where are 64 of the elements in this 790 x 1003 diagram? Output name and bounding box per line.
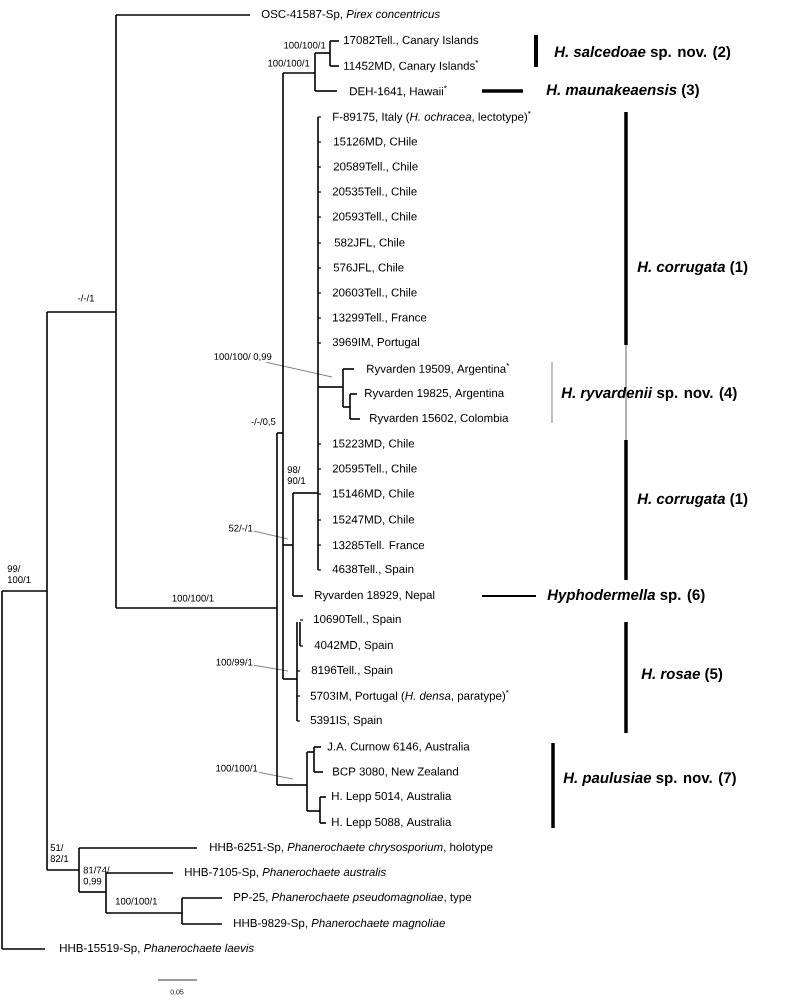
clade-label: H. corrugata (1) <box>637 493 748 507</box>
taxon-label: Ryvarden 18929, Nepal <box>315 590 435 602</box>
taxon-label: 17082Tell., Canary Islands <box>344 35 479 47</box>
taxon-label: HHB-6251-Sp, Phanerochaete chrysosporium, holotype <box>210 842 493 854</box>
taxon-label: HHB-7105-Sp, Phanerochaete australis <box>185 867 386 879</box>
taxon-label: 20593Tell., Chile <box>332 212 417 222</box>
taxon-label: Ryvarden 19509, Argentina$^{*}$ <box>367 362 510 376</box>
leader-line <box>265 362 333 378</box>
taxon-label: Ryvarden 15602, Colombia <box>370 413 509 425</box>
support-value: -/-/0,5 <box>251 417 276 427</box>
taxon-label: DEH-1641, Hawaii$^{*}$ <box>350 85 447 97</box>
taxon-label: 8196Tell., Spain <box>311 665 393 677</box>
support-value: 100/100/1 <box>268 59 310 67</box>
taxon-label: F-89175, Italy (H. ochracea, lectotype)$^{*}$ <box>333 110 531 124</box>
taxon-label: 4638Tell., Spain <box>332 564 414 576</box>
leader-line <box>258 772 294 780</box>
taxon-label: 4042MD, Spain <box>314 640 393 652</box>
taxon-label: 3969IM, Portugal <box>332 337 419 349</box>
support-value: 99/ 100/1 <box>7 565 31 583</box>
taxon-label: 20603Tell., Chile <box>332 288 417 298</box>
taxon-label: 5703IM, Portugal (H. densa, paratype)$^{*}$ <box>310 689 509 703</box>
support-value: 52/-/1 <box>228 524 253 532</box>
clade-label: H. salcedoae sp. nov. (2) <box>554 46 731 60</box>
support-value: 100/100/1 <box>115 897 157 905</box>
taxon-label: Ryvarden 19825, Argentina <box>365 388 505 400</box>
taxon-label: 10690Tell., Spain <box>314 614 401 626</box>
taxon-label: PP-25, Phanerochaete pseudomagnoliae, type <box>234 892 472 904</box>
support-value: 100/100/ 0,99 <box>214 352 272 362</box>
clade-label: Hyphodermella sp. (6) <box>547 589 705 603</box>
taxon-label: 11452MD, Canary Islands$^{*}$ <box>344 59 479 73</box>
taxon-label: OSC-41587-Sp, Pirex concentricus <box>261 9 440 21</box>
clade-label: H. paulusiae sp. nov. (7) <box>563 772 736 786</box>
taxon-label: 20589Tell., Chile <box>333 162 418 172</box>
taxon-label: 15146MD, Chile <box>333 489 415 499</box>
taxon-label: HHB-9829-Sp, Phanerochaete magnoliae <box>234 918 445 930</box>
clade-label: H. corrugata (1) <box>637 261 748 275</box>
taxon-label: 576JFL, Chile <box>333 263 404 273</box>
clade-label: H. rosae (5) <box>641 668 723 682</box>
leader-line <box>253 530 289 540</box>
taxon-label: 20595Tell., Chile <box>332 464 417 474</box>
support-value: 100/99/1 <box>216 658 253 666</box>
taxon-label: 15223MD, Chile <box>333 439 415 449</box>
taxon-label: 5391IS, Spain <box>310 715 382 727</box>
taxon-label: 582JFL, Chile <box>334 238 405 248</box>
support-value: 100/100/1 <box>284 41 326 49</box>
taxon-label: HHB-15519-Sp, Phanerochaete laevis <box>60 943 254 955</box>
clade-label: H. ryvardenii sp. nov. (4) <box>561 387 737 401</box>
taxon-label: J.A. Curnow 6146, Australia <box>327 742 470 752</box>
leader-line <box>253 665 289 672</box>
taxon-label: 13299Tell., France <box>333 313 427 323</box>
support-value: 98/ 90/1 <box>287 466 306 484</box>
support-value: 81/74/ 0,99 <box>83 866 110 886</box>
support-value: -/-/1 <box>78 294 94 302</box>
clade-label: H. maunakeaensis (3) <box>546 84 699 98</box>
support-value: 100/100/1 <box>216 764 258 772</box>
taxon-label: 20535Tell., Chile <box>332 187 417 197</box>
taxon-label: 15247MD, Chile <box>333 515 415 525</box>
support-value: 51/ 82/1 <box>50 844 69 862</box>
taxon-label: 15126MD, CHile <box>334 137 418 147</box>
taxon-label: H. Lepp 5088, Australia <box>332 817 452 829</box>
taxon-label: BCP 3080, New Zealand <box>333 767 458 777</box>
taxon-label: 13285Tell. France <box>333 540 425 550</box>
taxon-label: H. Lepp 5014, Australia <box>332 791 452 803</box>
support-value: 100/100/1 <box>172 594 214 602</box>
